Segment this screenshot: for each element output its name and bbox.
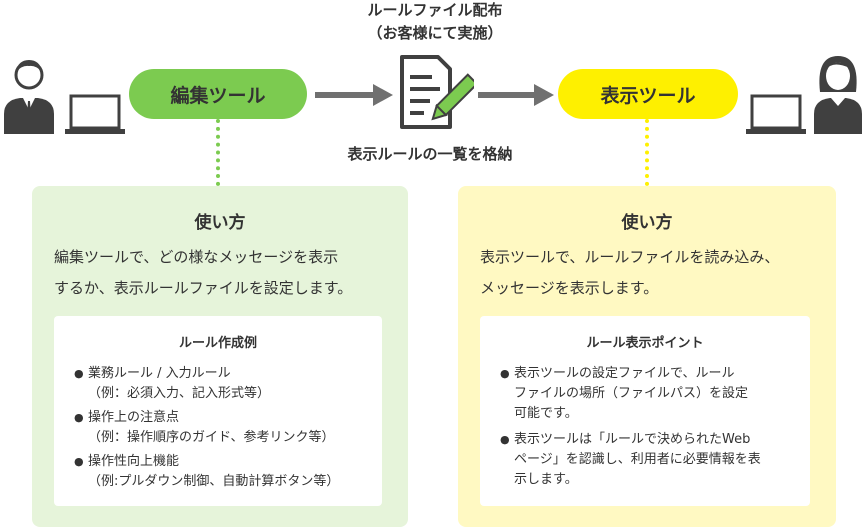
list-item-line2: （例：必須入力、記入形式等）: [88, 386, 271, 401]
rule-display-title: ルール表示ポイント: [586, 336, 704, 351]
arrow-right-icon: [315, 84, 393, 106]
female-user-icon: [814, 56, 862, 134]
document-edit-icon: [400, 55, 474, 129]
list-item-line3: 可能です。: [514, 406, 578, 421]
edit-usage-panel: 使い方 編集ツールで、どの様なメッセージを表示 するか、表示ルールファイルを設定…: [32, 186, 408, 527]
list-item-line1: 表示ツールの設定ファイルで、ルール: [514, 366, 735, 381]
rule-creation-card: ルール作成例 ● 業務ルール / 入力ルール （例：必須入力、記入形式等） ● …: [54, 316, 382, 506]
bullet-icon: ●: [500, 433, 510, 446]
list-item-line1: 操作上の注意点: [88, 410, 180, 425]
view-desc-line1: 表示ツールで、ルールファイルを読み込み、: [480, 248, 780, 266]
list-item-line1: 表示ツールは「ルールで決められたWeb: [514, 432, 751, 447]
bullet-icon: ●: [74, 411, 84, 424]
list-item-line1: 操作性向上機能: [88, 454, 180, 469]
male-user-icon: [4, 60, 54, 134]
list-item-line2: ファイルの場所（ファイルパス）を設定: [514, 386, 749, 401]
list-item: ● 表示ツールは「ルールで決められたWeb ページ」を認識し、利用者に必要情報を…: [500, 430, 804, 490]
list-item-line2: ページ」を認識し、利用者に必要情報を表: [514, 452, 761, 467]
rule-display-list: ● 表示ツールの設定ファイルで、ルール ファイルの場所（ファイルパス）を設定 可…: [500, 364, 804, 494]
edit-desc-line2: するか、表示ルールファイルを設定します。: [54, 279, 353, 297]
list-item: ● 表示ツールの設定ファイルで、ルール ファイルの場所（ファイルパス）を設定 可…: [500, 364, 804, 424]
view-tool-label: 表示ツール: [600, 84, 696, 107]
list-item: ● 業務ルール / 入力ルール （例：必須入力、記入形式等）: [74, 364, 374, 404]
view-desc-line2: メッセージを表示します。: [480, 279, 659, 297]
laptop-icon: [65, 94, 125, 134]
list-item-line1: 業務ルール / 入力ルール: [88, 366, 231, 381]
list-item: ● 操作上の注意点 （例：操作順序のガイド、参考リンク等）: [74, 408, 374, 448]
distribution-title-line2: （お客様にて実施）: [367, 24, 503, 42]
list-item: ● 操作性向上機能 （例:プルダウン制御、自動計算ボタン等）: [74, 452, 374, 492]
distribution-title: ルールファイル配布 （お客様にて実施）: [340, 0, 530, 43]
edit-tool-label: 編集ツール: [170, 84, 266, 107]
edit-connector: [216, 119, 220, 186]
list-item-line2: （例：操作順序のガイド、参考リンク等）: [88, 430, 335, 445]
view-connector: [645, 119, 649, 186]
rule-creation-title: ルール作成例: [178, 336, 257, 351]
view-usage-panel: 使い方 表示ツールで、ルールファイルを読み込み、 メッセージを表示します。 ルー…: [458, 186, 836, 527]
rule-creation-list: ● 業務ルール / 入力ルール （例：必須入力、記入形式等） ● 操作上の注意点…: [74, 364, 374, 496]
laptop-icon: [746, 94, 806, 134]
edit-desc-line1: 編集ツールで、どの様なメッセージを表示: [54, 248, 339, 266]
view-panel-title: 使い方: [621, 213, 673, 233]
edit-panel-title: 使い方: [194, 213, 246, 233]
distribution-title-line1: ルールファイル配布: [367, 1, 503, 19]
bullet-icon: ●: [74, 455, 84, 468]
edit-tool-pill: 編集ツール: [129, 69, 307, 119]
edit-panel-description: 編集ツールで、どの様なメッセージを表示 するか、表示ルールファイルを設定します。: [54, 242, 352, 304]
rule-display-card: ルール表示ポイント ● 表示ツールの設定ファイルで、ルール ファイルの場所（ファ…: [480, 316, 810, 506]
storage-caption: 表示ルールの一覧を格納: [347, 145, 513, 163]
list-item-line3: 示します。: [514, 472, 578, 487]
arrow-right-icon: [478, 84, 554, 106]
bullet-icon: ●: [500, 367, 510, 380]
view-tool-pill: 表示ツール: [558, 69, 738, 119]
view-panel-description: 表示ツールで、ルールファイルを読み込み、 メッセージを表示します。: [480, 242, 779, 304]
bullet-icon: ●: [74, 367, 84, 380]
list-item-line2: （例:プルダウン制御、自動計算ボタン等）: [88, 474, 340, 489]
